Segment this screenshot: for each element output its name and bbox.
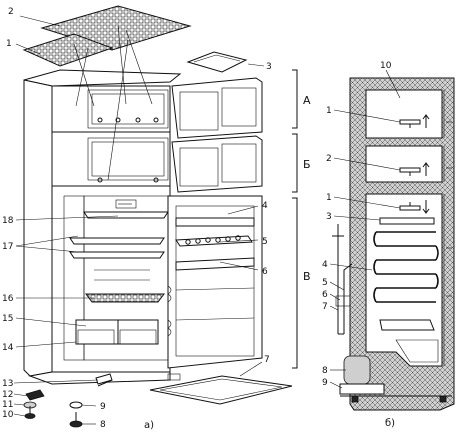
- compressor: [343, 355, 371, 385]
- drip-tray: [149, 375, 293, 405]
- callout-a-13: 13: [2, 379, 13, 389]
- callout-a-11: 11: [2, 400, 13, 410]
- caption-a: а): [144, 420, 154, 431]
- callout-b-7: 7: [322, 302, 328, 312]
- callout-b-1-mid: 1: [326, 193, 332, 203]
- callout-b-5: 5: [322, 278, 328, 288]
- section-label-b: Б: [303, 158, 311, 171]
- leader-lines-a: [13, 15, 265, 425]
- callout-a-17: 17: [2, 242, 13, 252]
- leader-lines-b: [329, 69, 401, 389]
- callout-b-2: 2: [326, 154, 332, 164]
- view-b: 1 2 1 3 4 5 6 7 8 9 10 б): [322, 61, 455, 429]
- evaporator-coil: [373, 231, 439, 303]
- callout-b-9: 9: [322, 378, 328, 388]
- callout-a-9: 9: [100, 402, 106, 412]
- callout-a-5: 5: [262, 237, 268, 247]
- section-label-a: А: [303, 94, 311, 107]
- caption-b: б): [385, 418, 395, 429]
- callout-b-4: 4: [322, 260, 328, 270]
- callout-a-2: 2: [8, 7, 14, 17]
- open-doors: [167, 77, 263, 369]
- callout-a-10: 10: [2, 410, 14, 420]
- callout-b-10: 10: [380, 61, 392, 71]
- callout-a-8: 8: [100, 420, 106, 430]
- callout-a-7: 7: [264, 355, 270, 365]
- callout-b-8: 8: [322, 366, 328, 376]
- callout-b-1-top: 1: [326, 106, 332, 116]
- callout-a-6: 6: [262, 267, 268, 277]
- callout-b-3: 3: [326, 212, 332, 222]
- callout-a-18: 18: [2, 216, 14, 226]
- small-grid-tray: [22, 33, 114, 67]
- callout-a-3: 3: [266, 62, 272, 72]
- callout-a-16: 16: [2, 294, 14, 304]
- view-a: 1 2 3 4 5 6 7 8 9 10 11 12 13 14 15 16 1…: [2, 5, 311, 431]
- callout-a-14: 14: [2, 343, 14, 353]
- cabinet-body: [23, 69, 182, 385]
- callout-b-6: 6: [322, 290, 328, 300]
- section-label-v: В: [303, 270, 311, 283]
- callout-a-15: 15: [2, 314, 13, 324]
- callout-a-1: 1: [6, 39, 12, 49]
- ice-tray-lid: [186, 51, 248, 73]
- callout-a-12: 12: [2, 390, 13, 400]
- callout-a-4: 4: [262, 201, 268, 211]
